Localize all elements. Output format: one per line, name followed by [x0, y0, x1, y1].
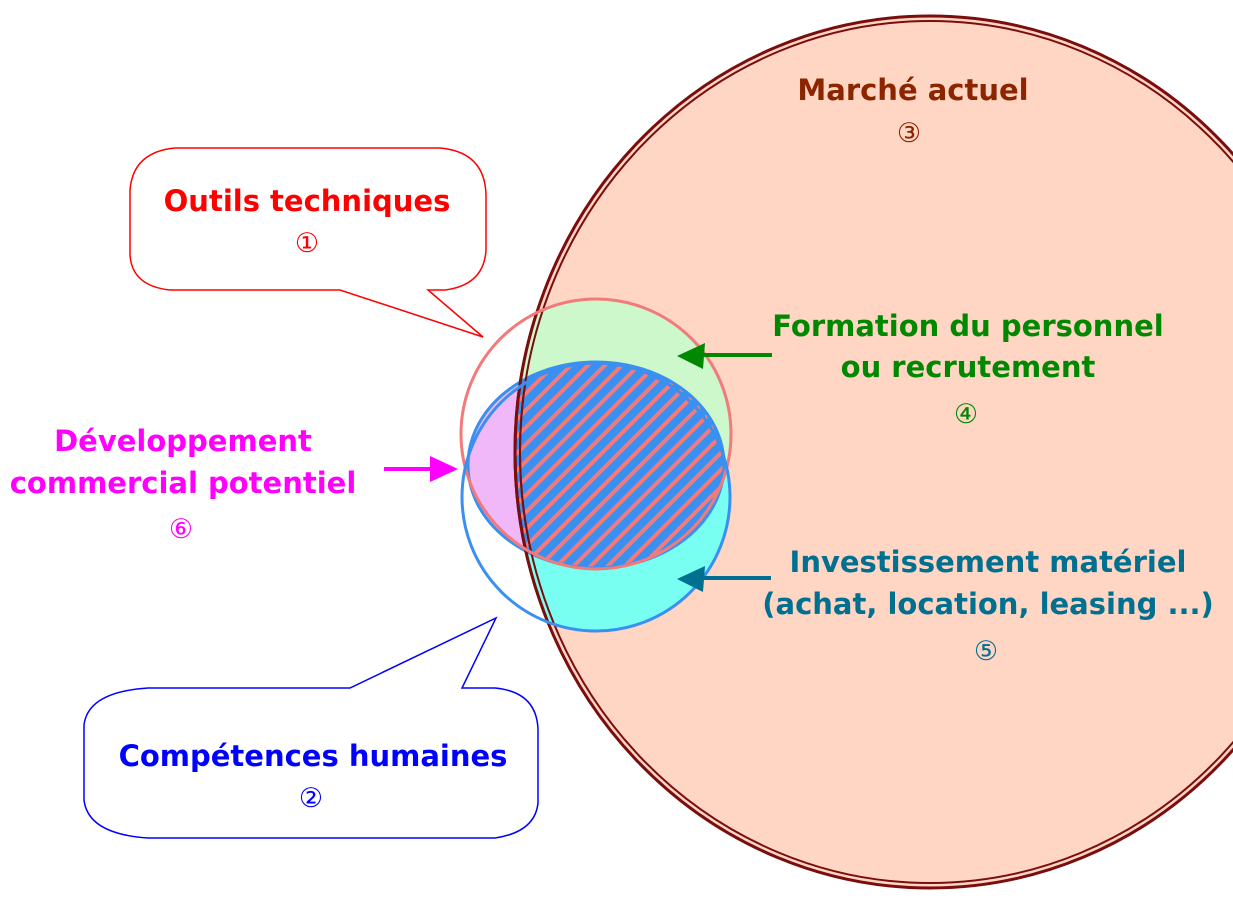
- skills-circle: [460, 361, 732, 633]
- development-arrow-head: [430, 456, 458, 482]
- training-line2: ou recrutement: [841, 350, 1096, 384]
- development-line1: Développement: [54, 424, 312, 458]
- tools-number: ①: [295, 228, 319, 259]
- market-number: ③: [897, 118, 921, 149]
- training-line1: Formation du personnel: [772, 309, 1163, 343]
- training-number: ④: [954, 399, 978, 430]
- tools-callout: [129, 147, 487, 338]
- development-number: ⑥: [169, 514, 193, 545]
- overlap-hatched-region: [515, 362, 724, 568]
- skills-number: ②: [299, 783, 323, 814]
- tools-circle: [459, 297, 733, 571]
- training-arrow-head: [677, 343, 705, 369]
- investment-line1: Investissement matériel: [790, 545, 1187, 579]
- skills-title: Compétences humaines: [119, 739, 508, 773]
- development-line2: commercial potentiel: [10, 466, 357, 500]
- investment-arrow-head: [677, 566, 705, 592]
- tools-title: Outils techniques: [164, 184, 451, 218]
- skills-callout: [83, 616, 539, 839]
- investment-number: ⑤: [974, 636, 998, 667]
- investment-line2: (achat, location, leasing ...): [762, 587, 1214, 621]
- market-title: Marché actuel: [797, 73, 1028, 107]
